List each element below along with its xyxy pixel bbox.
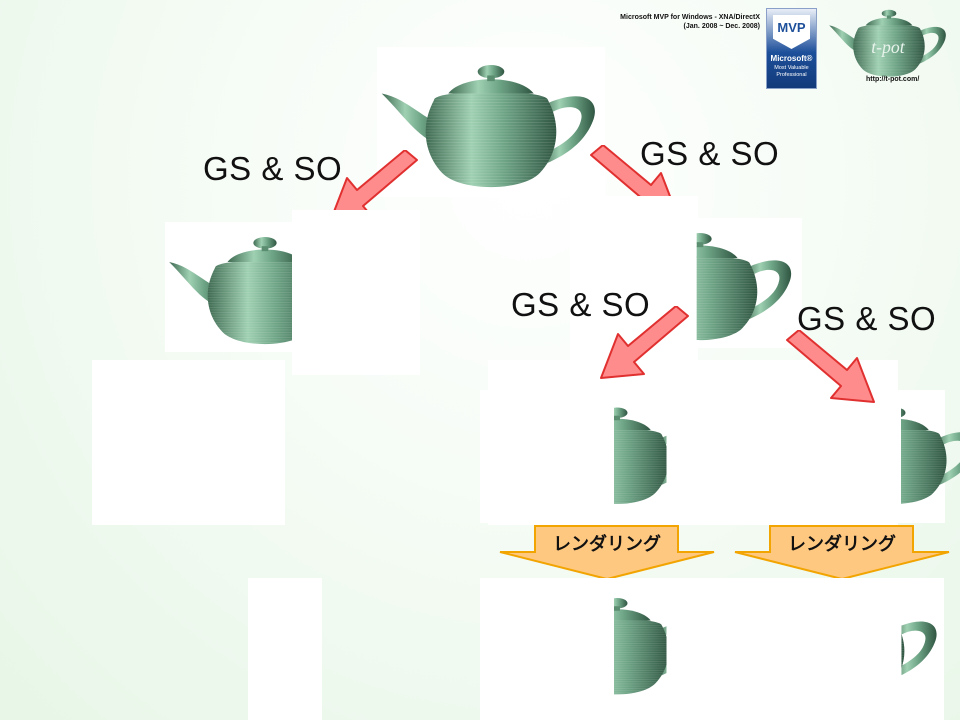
label-gs-so-left: GS & SO — [203, 150, 343, 187]
right-quarter-mask-panel — [800, 420, 897, 520]
mvp-caption-line2: (Jan. 2008 ~ Dec. 2008) — [683, 23, 760, 30]
label-gs-so-far-right: GS & SO — [797, 300, 937, 337]
t-pot-logo: t-pot — [824, 2, 954, 80]
left-mask-panel — [292, 210, 420, 375]
mid-quarter-mask-panel — [480, 390, 607, 523]
render-banner-left: レンダリング — [499, 525, 715, 580]
mvp-badge-line1: Most Valuable — [774, 65, 809, 71]
mvp-badge-shield: MVP — [773, 15, 810, 49]
mvp-caption: Microsoft MVP for Windows - XNA/DirectX … — [560, 13, 760, 31]
arrow-split-far-right — [778, 330, 880, 410]
render-banner-right: レンダリング — [734, 525, 950, 580]
mvp-badge-text: Most Valuable Professional — [767, 65, 816, 79]
result-panel-right — [712, 578, 944, 720]
label-gs-so-mid: GS & SO — [511, 286, 651, 323]
t-pot-logo-text: t-pot — [871, 37, 905, 57]
label-gs-so-right: GS & SO — [640, 135, 780, 172]
render-banner-right-text: レンダリング — [788, 533, 896, 555]
mvp-badge-line2: Professional — [776, 72, 807, 78]
mvp-badge: MVP Microsoft® Most Valuable Professiona… — [766, 8, 817, 89]
mvp-badge-microsoft: Microsoft® — [770, 54, 813, 63]
site-url: http://t-pot.com/ — [866, 76, 920, 83]
result-panel-left — [480, 578, 712, 720]
left-empty-panel — [92, 360, 285, 525]
arrow-split-mid — [595, 306, 697, 386]
render-banner-left-text: レンダリング — [553, 533, 661, 555]
mvp-caption-line1: Microsoft MVP for Windows - XNA/DirectX — [620, 14, 760, 21]
teapot-render-a — [527, 578, 707, 708]
teapot-render-b — [755, 578, 945, 708]
left-bottom-panel — [248, 578, 322, 720]
